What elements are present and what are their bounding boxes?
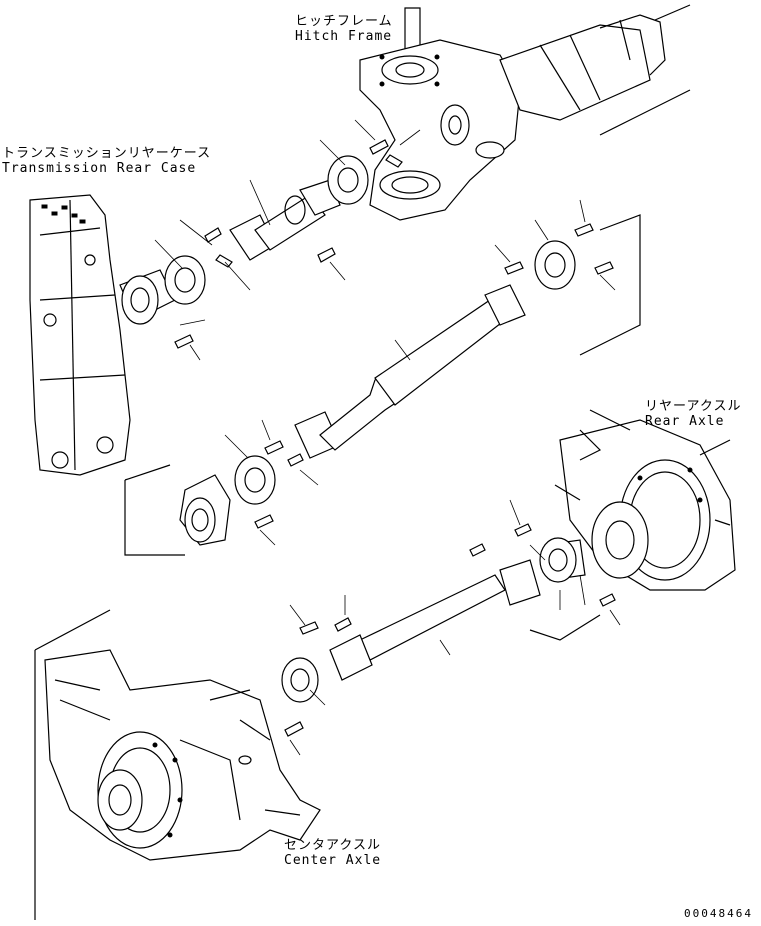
center-axle-label-en: Center Axle (284, 853, 382, 868)
hitch-frame-label: ヒッチフレーム Hitch Frame (295, 14, 393, 44)
transmission-rear-case-label-jp: トランスミッションリヤーケース (2, 146, 212, 161)
rear-axle-label: リヤーアクスル Rear Axle (645, 399, 741, 429)
rear-axle-drawing (554, 409, 736, 591)
transmission-rear-case-label-en: Transmission Rear Case (2, 161, 197, 176)
upper-short-shaft (119, 119, 421, 361)
rear-axle-label-en: Rear Axle (645, 414, 725, 429)
center-axle-label: センタアクスル Center Axle (284, 838, 381, 868)
hitch-frame-label-jp: ヒッチフレーム (295, 14, 393, 29)
drawing-code: 00048464 (684, 907, 753, 920)
hitch-frame-drawing (359, 4, 691, 221)
transmission-rear-case-label: トランスミッションリヤーケース Transmission Rear Case (2, 146, 211, 176)
lower-shaft (281, 499, 621, 756)
rear-axle-label-jp: リヤーアクスル (645, 399, 742, 414)
hitch-frame-label-en: Hitch Frame (295, 29, 393, 44)
center-axle-label-jp: センタアクスル (284, 838, 381, 853)
transmission-case-drawing (29, 194, 131, 476)
center-axle-drawing (34, 609, 321, 920)
middle-long-shaft (124, 199, 641, 556)
